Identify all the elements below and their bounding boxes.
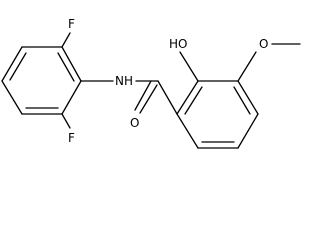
double-bond — [233, 86, 251, 115]
bond — [237, 80, 259, 115]
hydroxyl-label: HO — [169, 37, 187, 51]
bond — [1, 46, 23, 82]
difluorophenyl-ring — [1, 46, 82, 115]
bond — [61, 113, 71, 129]
double-bond — [9, 52, 27, 81]
carbonyl-oxygen-label: O — [130, 116, 139, 130]
amide-nh-label: NH — [115, 74, 133, 88]
methoxy-oxygen-label: O — [259, 37, 268, 51]
fluorine-bottom-label: F — [68, 131, 75, 145]
double-bond — [184, 86, 203, 115]
hydroxymethoxyphenyl-ring — [176, 80, 259, 149]
bond — [61, 32, 71, 48]
bond — [61, 46, 82, 82]
fluorine-top-label: F — [68, 17, 75, 31]
bond — [61, 80, 82, 115]
bond — [176, 80, 199, 115]
molecule-structure: F F NH HO O O — [1, 17, 301, 149]
bond — [179, 51, 199, 82]
bond — [237, 113, 259, 149]
carbonyl-double-bond — [139, 84, 158, 114]
bond — [176, 113, 199, 149]
carbonyl-double-bond — [134, 80, 152, 111]
bond — [237, 51, 257, 82]
bond — [157, 80, 178, 115]
bond — [1, 80, 23, 115]
double-bond — [57, 52, 75, 82]
